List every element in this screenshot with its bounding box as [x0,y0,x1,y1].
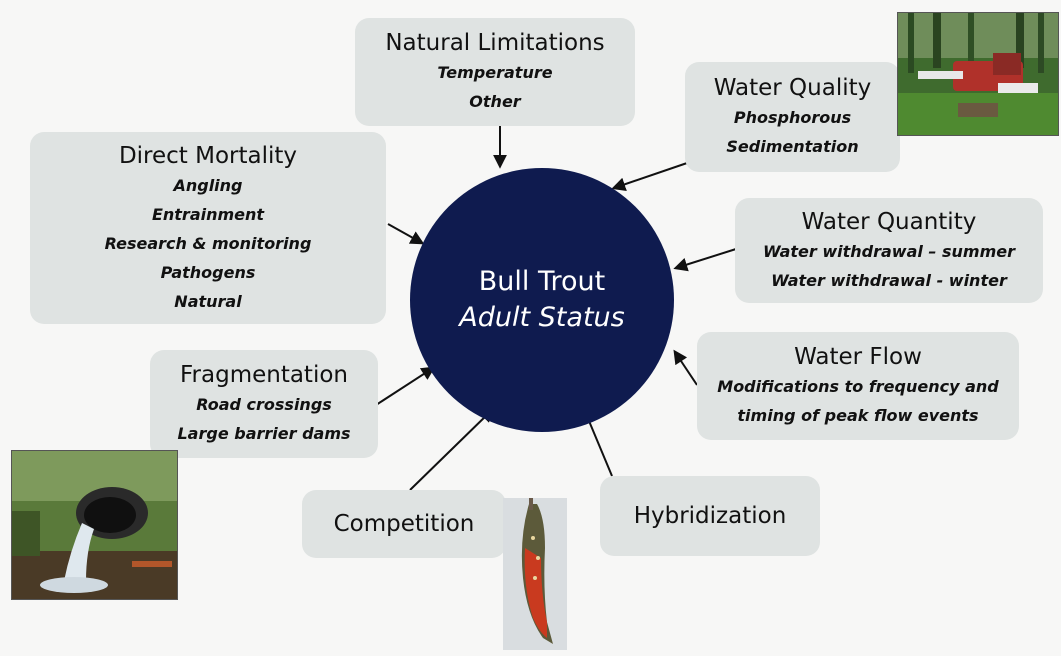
arrow-competition [409,408,495,491]
arrow-water-quantity [673,248,737,272]
fragmentation-item: Large barrier dams [177,424,351,443]
arrow-water-quality [611,161,691,191]
arrow-fragmentation [375,366,436,406]
water-flow-item: Modifications to frequency and [717,377,999,396]
hybridization-box: Hybridization [600,476,820,556]
center-title: Bull Trout [478,266,606,297]
competition-box: Competition [302,490,506,558]
direct-mortality-item: Entrainment [151,204,265,224]
fish-photo [503,498,567,650]
water-quality-item: Phosphorous [733,108,852,127]
water-quality-box: Water Quality Phosphorous Sedimentation [685,62,900,172]
center-subtitle: Adult Status [459,302,625,333]
natural-limitations-title: Natural Limitations [385,30,605,56]
natural-limitations-item: Temperature [437,63,553,82]
direct-mortality-box: Direct Mortality Angling Entrainment Res… [30,132,386,324]
fragmentation-item: Road crossings [196,395,332,414]
water-quality-title: Water Quality [713,75,872,101]
arrow-direct-mortality [387,223,425,245]
competition-title: Competition [333,511,475,537]
fragmentation-box: Fragmentation Road crossings Large barri… [150,350,378,458]
machinery-photo-image [898,13,1058,135]
culvert-photo-image [12,451,177,599]
water-quantity-item: Water withdrawal - winter [771,270,1007,290]
direct-mortality-item: Pathogens [160,262,256,282]
water-quantity-title: Water Quantity [801,208,977,235]
natural-limitations-item: Other [469,92,521,111]
direct-mortality-title: Direct Mortality [118,142,298,169]
natural-limitations-box: Natural Limitations Temperature Other [355,18,635,126]
bull-trout-center-circle: Bull Trout Adult Status [410,168,674,432]
water-flow-box: Water Flow Modifications to frequency an… [697,332,1019,440]
water-quantity-item: Water withdrawal – summer [763,241,1015,261]
direct-mortality-item: Natural [174,291,242,311]
fragmentation-title: Fragmentation [179,362,348,388]
fish-photo-image [503,498,567,650]
direct-mortality-item: Angling [173,175,243,195]
direct-mortality-item: Research & monitoring [104,233,312,253]
machinery-photo [897,12,1059,136]
culvert-photo [11,450,178,600]
arrow-water-flow [673,349,698,386]
hybridization-title: Hybridization [633,503,787,529]
water-flow-title: Water Flow [794,344,922,370]
water-quality-item: Sedimentation [726,137,859,156]
water-flow-item: timing of peak flow events [737,406,979,425]
water-quantity-box: Water Quantity Water withdrawal – summer… [735,198,1043,303]
